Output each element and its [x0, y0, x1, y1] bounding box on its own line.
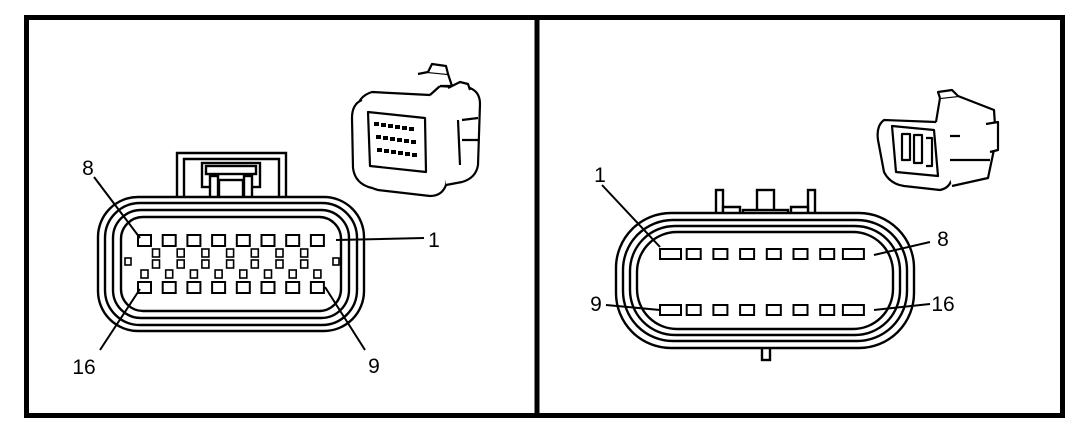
- left-pin-cavity-bottom: [137, 281, 152, 294]
- left-connector-thumbnail: [350, 62, 482, 198]
- left-panel: 8 1 16 9: [72, 62, 482, 379]
- left-pin-lock-bottom: [263, 269, 273, 279]
- right-pin-cavity-bottom: [712, 304, 729, 316]
- right-pin-cavity-top: [739, 248, 756, 260]
- right-leader-lines: [601, 184, 931, 311]
- left-pin-cavity-bottom: [309, 281, 325, 294]
- left-pin-lock-top-inner: [275, 248, 284, 258]
- right-pin-cavity-bottom: [659, 304, 682, 316]
- left-pin-lock-mid: [299, 259, 309, 269]
- left-connector-latch: [175, 151, 288, 200]
- left-pin-lock-top-inner: [151, 248, 161, 258]
- right-pin-cavity-top: [685, 248, 702, 260]
- left-pin-lock-bottom: [214, 269, 223, 279]
- right-panel: 1 8 9 16: [590, 88, 1000, 362]
- left-pin-lock-edge: [332, 257, 340, 266]
- left-pin-cavity-bottom: [211, 281, 227, 294]
- left-pin-lock-bottom: [239, 269, 248, 279]
- left-pin-cavity-top: [137, 234, 152, 247]
- left-pin-lock-bottom: [189, 269, 199, 279]
- left-pin-label-8: 8: [82, 157, 94, 180]
- left-pin-lock-edge: [124, 257, 132, 266]
- left-pin-cavity-top: [235, 234, 251, 247]
- left-pin-lock-top-inner: [176, 248, 185, 258]
- left-pin-label-1: 1: [428, 229, 440, 252]
- left-pin-cavity-bottom: [186, 281, 202, 294]
- right-pin-array: [659, 248, 865, 316]
- left-pin-lock-mid: [201, 259, 210, 269]
- left-pin-cavity-top: [260, 234, 276, 247]
- left-pin-cavity-top: [309, 234, 325, 247]
- left-pin-array: [124, 234, 340, 294]
- left-pin-lock-top-inner: [250, 248, 260, 258]
- right-pin-cavity-bottom: [819, 304, 836, 316]
- right-pin-label-8: 8: [937, 228, 949, 251]
- left-pin-cavity-bottom: [161, 281, 177, 294]
- left-pin-lock-bottom: [164, 269, 174, 279]
- left-pin-lock-bottom: [288, 269, 298, 279]
- right-pin-cavity-top: [765, 248, 782, 260]
- right-pin-label-16: 16: [931, 293, 954, 316]
- left-pin-lock-mid: [275, 259, 284, 269]
- right-pin-cavity-bottom: [841, 304, 865, 316]
- left-pin-lock-mid: [176, 259, 185, 269]
- left-pin-cavity-top: [161, 234, 177, 247]
- right-pin-cavity-top: [819, 248, 836, 260]
- left-pin-cavity-top: [186, 234, 202, 247]
- left-pin-lock-bottom: [140, 269, 149, 279]
- left-pin-lock-top-inner: [299, 248, 309, 258]
- left-pin-lock-mid: [225, 259, 235, 269]
- right-connector-body: [614, 211, 916, 350]
- left-pin-lock-top-inner: [201, 248, 210, 258]
- right-pin-label-9: 9: [590, 293, 602, 316]
- left-pin-lock-top-inner: [225, 248, 235, 258]
- left-pin-cavity-bottom: [285, 281, 301, 294]
- right-pin-cavity-top: [659, 248, 682, 260]
- right-pin-cavity-bottom: [792, 304, 809, 316]
- left-pin-cavity-top: [211, 234, 227, 247]
- right-pin-label-1: 1: [594, 164, 606, 187]
- left-leader-lines: [93, 176, 425, 351]
- left-pin-cavity-bottom: [260, 281, 276, 294]
- left-pin-lock-bottom: [313, 269, 322, 279]
- right-pin-cavity-top: [712, 248, 729, 260]
- left-pin-label-9: 9: [368, 355, 380, 378]
- right-pin-cavity-top: [841, 248, 865, 260]
- right-pin-cavity-bottom: [739, 304, 756, 316]
- right-pin-cavity-top: [792, 248, 809, 260]
- left-pin-cavity-bottom: [235, 281, 251, 294]
- right-connector-thumbnail: [876, 88, 1000, 192]
- left-pin-lock-mid: [151, 259, 161, 269]
- left-pin-lock-mid: [250, 259, 260, 269]
- right-pin-cavity-bottom: [765, 304, 782, 316]
- left-pin-label-16: 16: [72, 356, 95, 379]
- right-pin-cavity-bottom: [685, 304, 702, 316]
- left-pin-cavity-top: [285, 234, 301, 247]
